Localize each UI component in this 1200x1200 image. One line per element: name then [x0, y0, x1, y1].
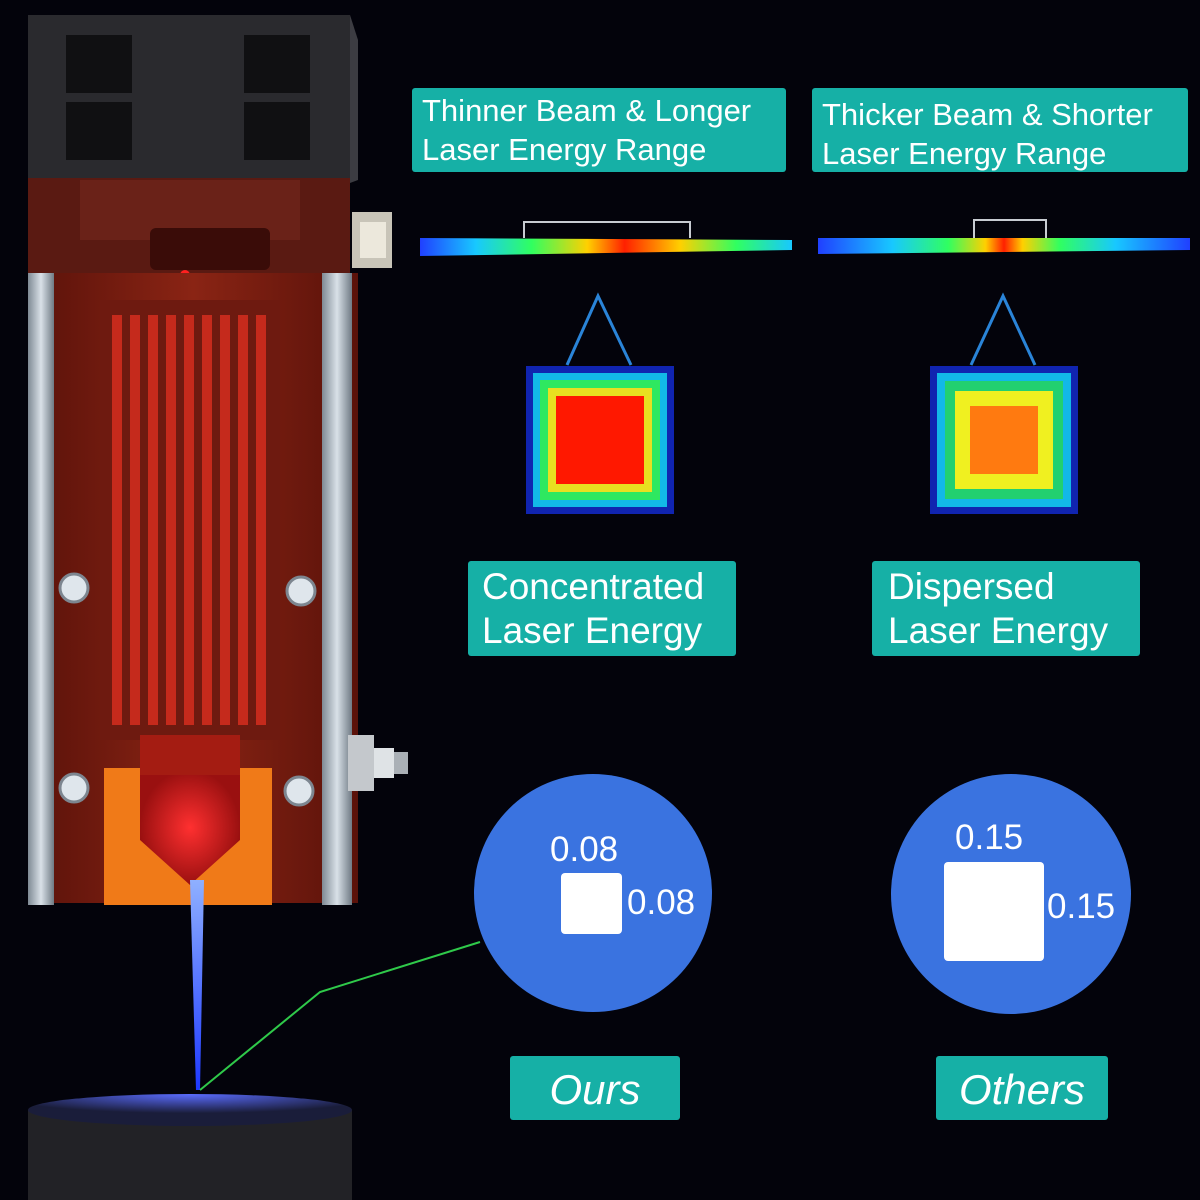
- fan-vents: [66, 35, 310, 160]
- beam-range-thin: [420, 221, 792, 256]
- label-thicker-beam: Thicker Beam & Shorter Laser Energy Rang…: [812, 88, 1188, 172]
- heatsink-fins: [100, 300, 280, 740]
- spot-width-ours: 0.08: [550, 830, 619, 869]
- label-others: Others: [936, 1056, 1108, 1120]
- spot-width-others: 0.15: [955, 818, 1024, 857]
- spot-square-ours: [561, 873, 622, 934]
- air-nozzle: [348, 735, 408, 791]
- beam-range-thick: [818, 219, 1190, 254]
- workpiece: [28, 1094, 352, 1200]
- label-thinner-beam-line1: Thinner Beam & Longer: [422, 93, 752, 128]
- label-dispersed-line2: Laser Energy: [888, 610, 1109, 652]
- spot-height-others: 0.15: [1047, 887, 1116, 926]
- heatmap-dispersed: [930, 292, 1078, 514]
- label-concentrated-line2: Laser Energy: [482, 610, 703, 652]
- heatmap-concentrated: [526, 292, 674, 514]
- spot-height-ours: 0.08: [627, 883, 696, 922]
- label-dispersed-energy: Dispersed Laser Energy: [872, 561, 1140, 656]
- label-concentrated-energy: Concentrated Laser Energy: [468, 561, 736, 656]
- label-thicker-beam-line2: Laser Energy Range: [822, 135, 1107, 171]
- label-thicker-beam-line1: Thicker Beam & Shorter: [822, 97, 1153, 132]
- laser-diode-glow: [140, 770, 240, 885]
- laser-beam: [190, 880, 204, 1090]
- label-dispersed-line1: Dispersed: [888, 566, 1055, 607]
- label-thinner-beam-line2: Laser Energy Range: [422, 131, 707, 167]
- pointer-line: [199, 941, 481, 1091]
- label-concentrated-line1: Concentrated: [482, 566, 705, 607]
- right-rail: [322, 273, 352, 905]
- laser-module: [28, 15, 408, 905]
- label-ours: Ours: [510, 1056, 680, 1120]
- spot-square-others: [944, 862, 1044, 961]
- left-rail: [28, 273, 54, 905]
- screws: [58, 572, 317, 807]
- label-thinner-beam: Thinner Beam & Longer Laser Energy Range: [412, 88, 786, 172]
